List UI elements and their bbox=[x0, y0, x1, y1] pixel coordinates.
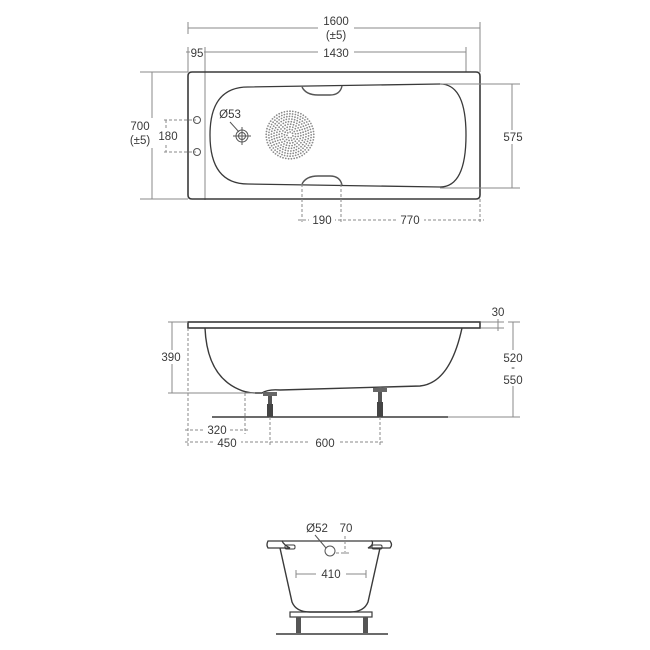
overall-width-label: 700 bbox=[130, 121, 149, 133]
dimension-inner-width: 575 bbox=[440, 83, 526, 189]
rim-offset-label: 95 bbox=[191, 48, 204, 60]
overflow-diameter-label: Ø52 bbox=[306, 523, 328, 535]
end-leg-left bbox=[296, 617, 301, 633]
height-max-label: 550 bbox=[503, 375, 522, 387]
end-to-bottom-label: 320 bbox=[207, 425, 226, 437]
waste-diameter-label: Ø53 bbox=[219, 109, 241, 121]
anti-slip-dot-pattern bbox=[265, 110, 315, 160]
end-rim-left bbox=[266, 540, 291, 549]
height-separator: - bbox=[511, 362, 515, 374]
height-min-label: 520 bbox=[503, 353, 522, 365]
tub-bowl-outline bbox=[209, 83, 467, 188]
dimension-depth: 390 bbox=[158, 321, 255, 394]
side-body-outline bbox=[204, 327, 463, 394]
end-support-frame bbox=[289, 611, 373, 618]
tap-hole-icon bbox=[193, 148, 201, 156]
tap-spacing-label: 180 bbox=[158, 131, 177, 143]
inner-length-label: 1430 bbox=[323, 48, 349, 60]
waste-outlet: Ø53 bbox=[219, 109, 251, 145]
dimension-overall-width: 700 (±5) bbox=[126, 71, 188, 200]
side-rim bbox=[187, 321, 481, 329]
top-view: 1600 (±5) 95 1430 700 (±5) bbox=[126, 14, 526, 227]
end-view: Ø52 70 410 bbox=[266, 523, 393, 635]
overall-width-tolerance: (±5) bbox=[130, 135, 151, 147]
handle-width-label: 190 bbox=[312, 215, 331, 227]
leg-front bbox=[263, 392, 277, 417]
handle-to-end-label: 770 bbox=[400, 215, 419, 227]
side-view: 390 30 520 - 550 320 bbox=[158, 307, 528, 450]
dimension-legs: 320 450 600 bbox=[185, 328, 383, 450]
overflow-offset-label: 70 bbox=[340, 523, 353, 535]
dimension-handle: 190 770 bbox=[298, 184, 484, 227]
bottom-width-label: 410 bbox=[321, 569, 340, 581]
tap-hole-icon bbox=[193, 116, 201, 124]
overall-length-label: 1600 bbox=[323, 16, 349, 28]
handle-bottom bbox=[301, 175, 343, 186]
overall-length-tolerance: (±5) bbox=[326, 30, 347, 42]
overflow-icon bbox=[324, 545, 336, 557]
rim-thickness-label: 30 bbox=[492, 307, 505, 319]
dimension-rim-thickness: 30 bbox=[481, 307, 504, 331]
leg-spacing-label: 600 bbox=[315, 438, 334, 450]
leg-rear bbox=[373, 388, 387, 417]
dimension-overall-length: 1600 (±5) bbox=[187, 14, 481, 72]
inner-width-label: 575 bbox=[503, 132, 522, 144]
dimension-height: 520 - 550 bbox=[448, 321, 528, 418]
tub-rim-outline bbox=[187, 71, 481, 200]
end-leg-right bbox=[363, 617, 368, 633]
tap-holes: 180 bbox=[157, 116, 201, 156]
end-rim-right bbox=[367, 540, 393, 549]
handle-top bbox=[301, 85, 343, 96]
end-to-leg-label: 450 bbox=[217, 438, 236, 450]
dimension-inner-length: 95 1430 bbox=[186, 45, 467, 200]
depth-label: 390 bbox=[161, 352, 180, 364]
